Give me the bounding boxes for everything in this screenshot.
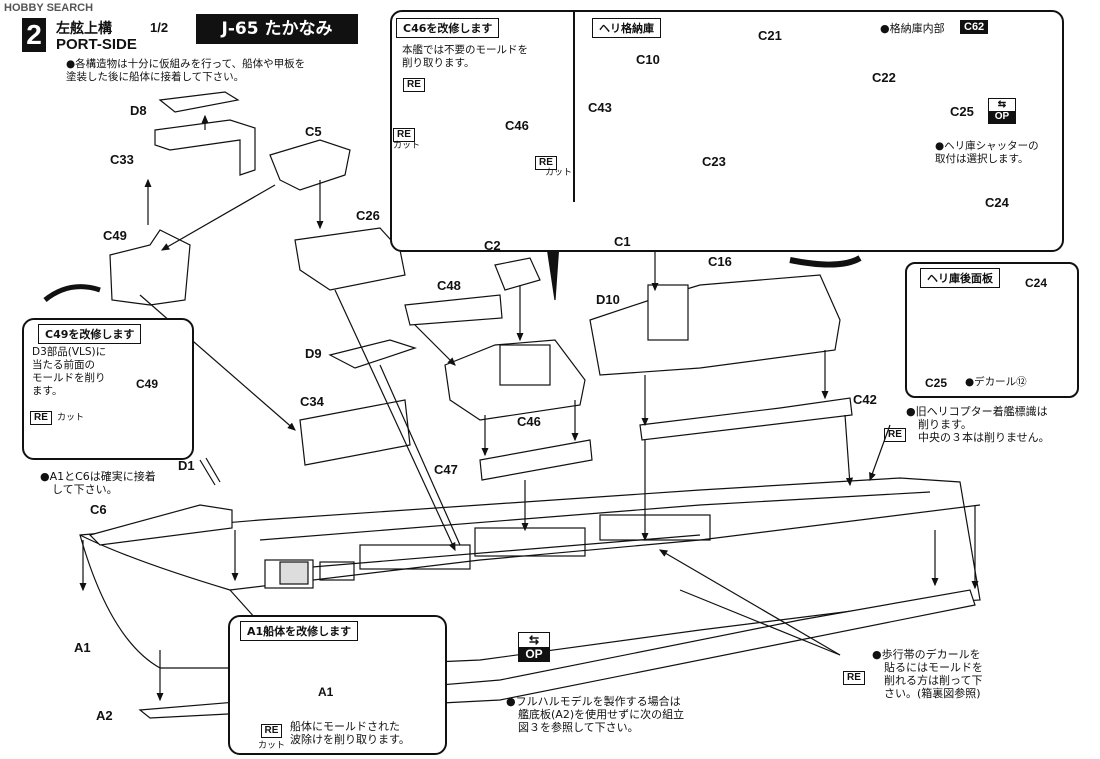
note-full-hull: ●フルハルモデルを製作する場合は 艦底板(A2)を使用せずに次の組立 図３を参照… — [506, 695, 685, 734]
part-label-c33: C33 — [110, 152, 134, 167]
c46-box-part-label: C46 — [505, 118, 529, 133]
a1-box-part-label: A1 — [318, 685, 334, 699]
c46-cut-label-2: カット — [545, 168, 573, 178]
part-label-c22: C22 — [872, 70, 896, 85]
c49-re-tag: RE カット — [30, 405, 84, 425]
hangar-shutter-note: ●ヘリ庫シャッターの 取付は選択します。 — [935, 140, 1039, 165]
part-label-c42: C42 — [853, 392, 877, 407]
watermark-logo: HOBBY SEARCH — [4, 2, 94, 14]
a1-box-text: 船体にモールドされた 波除けを削り取ります。 — [290, 720, 410, 746]
part-label-d1: D1 — [178, 458, 195, 473]
step-title-en: PORT-SIDE — [56, 36, 137, 53]
c46-re-tag: RE — [403, 72, 425, 92]
walkway-re-tag: RE — [843, 665, 865, 685]
c49-box-part-label: C49 — [136, 377, 159, 391]
op-icon-hull: ⇆OP — [518, 632, 550, 662]
hangar-inner-code: C62 — [960, 20, 989, 34]
part-label-c25: C25 — [950, 104, 974, 119]
helideck-re-tag: RE — [884, 422, 906, 442]
c46-cut-label: カット — [393, 141, 421, 151]
part-label-c47: C47 — [434, 462, 458, 477]
model-title: J-65 たかなみ — [196, 14, 358, 44]
part-label-c26: C26 — [356, 208, 380, 223]
hangar-inner-label: ●格納庫内部 — [880, 22, 945, 35]
detail-box-top — [390, 10, 1064, 252]
step-title-jp: 左舷上構 — [56, 21, 112, 37]
part-label-d10: D10 — [596, 292, 620, 307]
part-label-c24-rear: C24 — [1025, 276, 1048, 290]
part-label-c34: C34 — [300, 394, 324, 409]
part-label-c23: C23 — [702, 154, 726, 169]
c49-box-title: C49を改修します — [38, 324, 142, 344]
part-label-d8: D8 — [130, 103, 147, 118]
c46-re-tag-3: RE — [535, 150, 557, 170]
c49-box-text: D3部品(VLS)に 当たる前面の モールドを削り ます。 — [32, 346, 107, 397]
part-label-c6: C6 — [90, 502, 107, 517]
part-label-c49: C49 — [103, 228, 127, 243]
part-label-c43: C43 — [588, 100, 612, 115]
part-label-c16: C16 — [708, 254, 732, 269]
hangar-box-title: ヘリ格納庫 — [592, 18, 661, 38]
c46-re-tag-2: RE — [393, 122, 415, 142]
rear-panel-decal: ●デカール⑫ — [965, 376, 1027, 388]
part-label-c25-rear: C25 — [925, 376, 948, 390]
part-label-c10: C10 — [636, 52, 660, 67]
a1-re-tag: RE カット — [258, 724, 286, 751]
part-label-c1: C1 — [614, 234, 631, 249]
a1-box-title: A1船体を改修します — [240, 621, 359, 641]
general-instruction: ●各構造物は十分に仮組みを行って、船体や甲板を 塗装した後に船体に接着して下さい… — [66, 58, 306, 83]
c46-box-text: 本艦では不要のモールドを 削り取ります。 — [402, 44, 528, 69]
part-label-c46: C46 — [517, 414, 541, 429]
c46-box-title: C46を改修します — [396, 18, 500, 38]
step-page: 1/2 — [150, 20, 169, 35]
step-number: 2 — [22, 18, 46, 52]
part-label-c48: C48 — [437, 278, 461, 293]
part-label-c21: C21 — [758, 28, 782, 43]
part-label-d9: D9 — [305, 346, 322, 361]
op-icon: ⇆OP — [988, 98, 1016, 124]
part-c6-shape — [88, 504, 233, 546]
part-label-a1: A1 — [74, 640, 91, 655]
part-label-a2: A2 — [96, 708, 113, 723]
part-label-c5: C5 — [305, 124, 322, 139]
part-label-c2: C2 — [484, 238, 501, 253]
box-divider — [573, 12, 575, 202]
rear-panel-title: ヘリ庫後面板 — [920, 268, 1000, 288]
note-a1-c6: ●A1とC6は確実に接着 して下さい。 — [40, 470, 156, 496]
note-walkway: ●歩行帯のデカールを 貼るにはモールドを 削れる方は削って下 さい。(箱裏図参照… — [872, 648, 983, 700]
note-helideck: ●旧ヘリコプター着艦標識は 削ります。 中央の３本は削りません。 — [906, 405, 1050, 444]
part-label-c24: C24 — [985, 195, 1009, 210]
